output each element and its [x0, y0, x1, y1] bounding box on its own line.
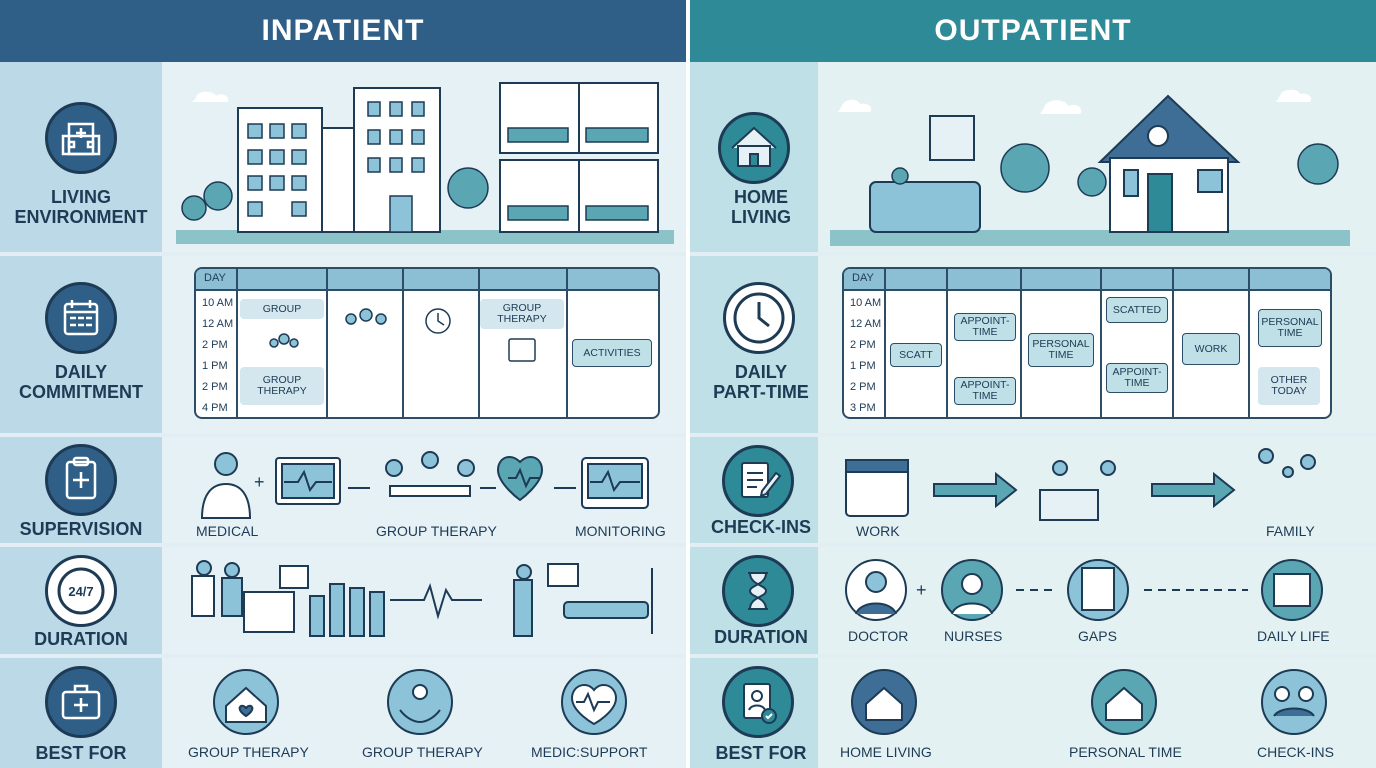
time-label: 12 AM — [202, 318, 234, 330]
schedule-col-line — [478, 269, 480, 417]
in-label-daily-commitment: DAILY COMMITMENT — [19, 362, 143, 402]
time-label: 1 PM — [202, 360, 228, 372]
out-label-check-ins: CHECK-INS — [710, 517, 811, 537]
schedule-icons — [269, 308, 536, 362]
svg-text:+: + — [254, 472, 265, 492]
best-for-caption-3: MEDIC⁠:SUPPORT — [531, 744, 648, 760]
schedule-day-label: DAY — [204, 272, 226, 284]
in-label-best-for: BEST FOR — [35, 743, 127, 763]
inpatient-schedule: DAY 10 AM 12 AM 2 PM 1 PM 2 PM 4 PM GROU… — [194, 267, 660, 419]
out-label-home-living: HOME LIVING — [730, 187, 791, 227]
time-label: 3 PM — [850, 402, 876, 414]
caption-group-therapy: GROUP THERAPY — [376, 523, 497, 539]
schedule-col-line — [402, 269, 404, 417]
schedule-chip: APPOINT- TIME — [954, 313, 1016, 341]
in-label-duration: DURATION — [34, 629, 128, 649]
caption-work: WORK — [856, 523, 900, 539]
time-label: 2 PM — [850, 381, 876, 393]
schedule-col-line — [326, 269, 328, 417]
out-label-duration: DURATION — [714, 627, 808, 647]
schedule-col-line — [1020, 269, 1022, 417]
schedule-chip: WORK — [1182, 333, 1240, 365]
schedule-chip: GROUP THERAPY — [480, 299, 564, 329]
schedule-chip: PERSONAL TIME — [1028, 333, 1094, 367]
schedule-chip: OTHER TODAY — [1258, 367, 1320, 405]
schedule-header-row — [844, 269, 1330, 291]
schedule-col-line — [566, 269, 568, 417]
house-icon — [718, 112, 790, 184]
schedule-chip: SCATTED — [1106, 297, 1168, 323]
schedule-col-line — [1100, 269, 1102, 417]
schedule-day-label: DAY — [852, 272, 874, 284]
checkins-illustration — [845, 448, 1316, 521]
schedule-chip: GROUP THERAPY — [240, 367, 324, 405]
time-label: 2 PM — [850, 339, 876, 351]
schedule-col-line — [1172, 269, 1174, 417]
schedule-col-line — [1248, 269, 1250, 417]
time-label: 12 AM — [850, 318, 882, 330]
clock-icon — [723, 282, 795, 354]
best-for-caption-1: GROUP THERAPY — [188, 744, 309, 760]
outpatient-best-for-illustration — [851, 669, 1327, 735]
caption-gaps: GAPS — [1078, 628, 1117, 644]
out-label-best-for: BEST FOR — [715, 743, 807, 763]
best-for-illustration — [213, 669, 627, 735]
calendar-icon — [45, 282, 117, 354]
caption-medical: MEDICAL — [196, 523, 259, 539]
duration-illustration — [191, 560, 653, 637]
best-for-caption-personal-time: PERSONAL TIME — [1069, 744, 1182, 760]
time-label: 10 AM — [202, 297, 234, 309]
svg-text:+: + — [916, 580, 927, 600]
schedule-col-line — [946, 269, 948, 417]
schedule-chip: APPOINT- TIME — [1106, 363, 1168, 393]
caption-monitoring: MONITORING — [575, 523, 666, 539]
outpatient-header: OUTPATIENT — [690, 0, 1376, 62]
time-label: 2 PM — [202, 381, 228, 393]
schedule-chip: ACTIVITIES — [572, 339, 652, 367]
time-label: 4 PM — [202, 402, 228, 414]
caption-nurses: NURSES — [944, 628, 1003, 644]
schedule-col-line — [884, 269, 886, 417]
hospital-icon — [45, 102, 117, 174]
notepad-pen-icon — [722, 445, 794, 517]
home-living-illustration — [830, 89, 1350, 246]
caption-daily-life: DAILY LIFE — [1257, 628, 1330, 644]
time-label: 1 PM — [850, 360, 876, 372]
in-label-living-environment: LIVING ENVIRONMENT — [14, 187, 148, 227]
time-label: 2 PM — [202, 339, 228, 351]
best-for-caption-2: GROUP THERAPY — [362, 744, 483, 760]
clipboard-plus-icon — [45, 444, 117, 516]
best-for-caption-check-ins: CHECK-INS — [1257, 744, 1335, 760]
schedule-chip: PERSONAL TIME — [1258, 309, 1322, 347]
column-divider — [686, 0, 690, 768]
supervision-illustration: + — [200, 451, 649, 519]
schedule-col-line — [236, 269, 238, 417]
id-badge-icon — [722, 666, 794, 738]
in-label-supervision: SUPERVISION — [19, 519, 143, 539]
hourglass-icon — [722, 555, 794, 627]
out-label-daily-part-time: DAILY PART-TIME — [713, 362, 809, 402]
first-aid-kit-icon — [45, 666, 117, 738]
clock-24-7-icon: 24/7 — [45, 555, 117, 627]
time-label: 10 AM — [850, 297, 882, 309]
outpatient-schedule: DAY 10 AM 12 AM 2 PM 1 PM 2 PM 3 PM SCAT… — [842, 267, 1332, 419]
schedule-chip: APPOINT- TIME — [954, 377, 1016, 405]
schedule-chip: SCATT — [890, 343, 942, 367]
best-for-caption-home-living: HOME LIVING — [840, 744, 932, 760]
caption-doctor: DOCTOR — [848, 628, 909, 644]
inpatient-header: INPATIENT — [0, 0, 686, 62]
schedule-header-row — [196, 269, 658, 291]
schedule-chip: GROUP — [240, 299, 324, 319]
caption-family: FAMILY — [1266, 523, 1315, 539]
clock-24-7-text: 24/7 — [68, 584, 93, 599]
outpatient-duration-illustration: + — [845, 559, 1323, 621]
hospital-building-illustration — [176, 82, 674, 244]
